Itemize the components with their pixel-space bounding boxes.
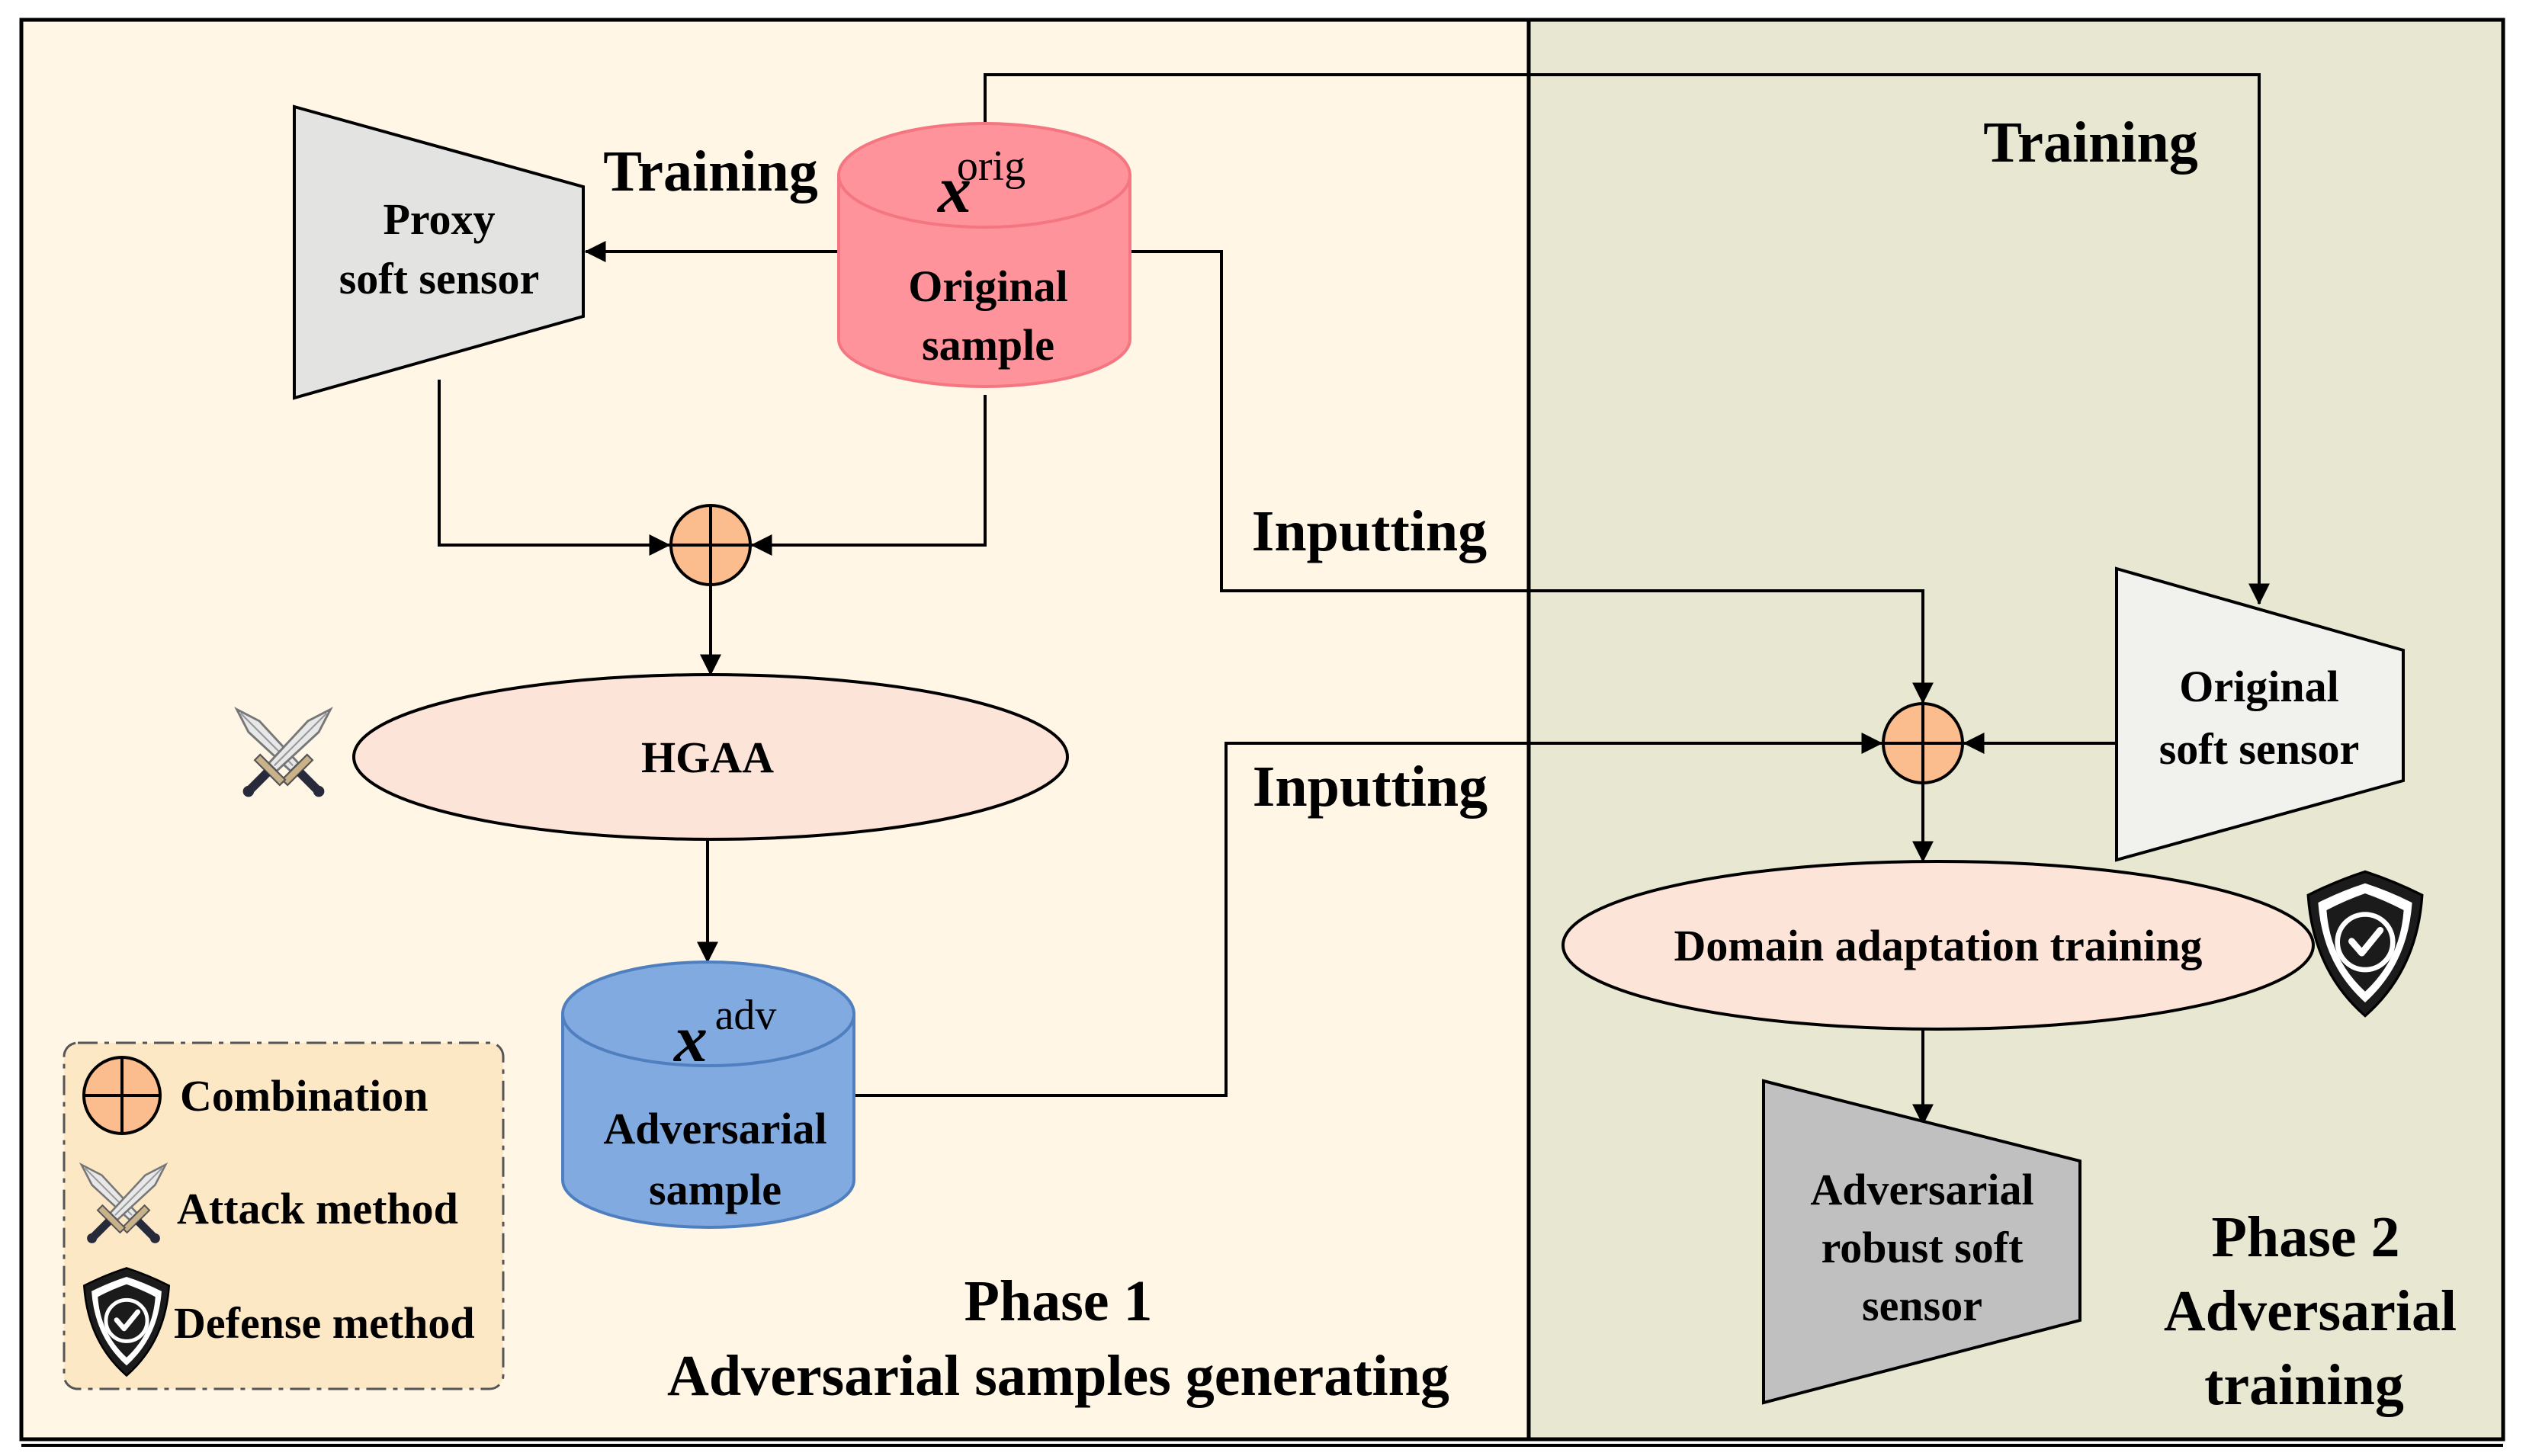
- combination-node-2: [1882, 702, 1964, 784]
- hgaa-label: HGAA: [641, 733, 774, 782]
- outer-border: [19, 18, 2505, 1442]
- edge-orig-to-original-sensor: [984, 73, 2270, 605]
- shield-check-icon: [82, 1267, 171, 1377]
- phase1-title-line2: Adversarial samples generating: [667, 1344, 1449, 1408]
- legend-item-combination: Combination: [82, 1056, 428, 1135]
- original-sample-cylinder: x orig Original sample: [837, 122, 1131, 388]
- original-sample-superscript: orig: [957, 143, 1025, 190]
- edge-orig-to-combo1: [750, 395, 987, 556]
- legend-item-attack: Attack method: [79, 1162, 458, 1243]
- adversarial-sample-line1: Adversarial: [603, 1104, 826, 1153]
- adversarial-robust-soft-sensor: Adversarial robust soft sensor: [1762, 1079, 2081, 1405]
- edge-label-training-left: Training: [603, 140, 818, 204]
- robust-sensor-line1: Adversarial: [1810, 1165, 2033, 1214]
- edge-orig-to-combo2: [1130, 250, 1934, 704]
- legend-item-defense: Defense method: [82, 1267, 475, 1377]
- robust-sensor-line3: sensor: [1862, 1281, 1982, 1330]
- proxy-soft-sensor: Proxy soft sensor: [293, 104, 585, 400]
- connectors: [438, 73, 2270, 1126]
- original-sensor-line2: soft sensor: [2159, 724, 2360, 774]
- edge-label-training-right: Training: [1983, 111, 2198, 175]
- robust-sensor-line2: robust soft: [1821, 1223, 2024, 1272]
- adversarial-sample-symbol: x: [672, 1002, 708, 1076]
- combination-node-1: [669, 504, 752, 586]
- hgaa-node: HGAA: [352, 673, 1069, 841]
- original-sample-line1: Original: [908, 261, 1067, 311]
- phase2-title-line2: Adversarial: [2164, 1279, 2457, 1343]
- proxy-sensor-line1: Proxy: [383, 194, 495, 244]
- phase2-title-line3: training: [2204, 1353, 2404, 1417]
- edge-adv-to-combo2: [854, 733, 1883, 1097]
- circle-plus-icon: [82, 1056, 162, 1135]
- proxy-sensor-line2: soft sensor: [339, 254, 540, 303]
- edge-label-inputting-bottom: Inputting: [1253, 755, 1488, 819]
- legend-combination-label: Combination: [180, 1071, 428, 1121]
- original-sample-symbol: x: [936, 153, 971, 227]
- shield-check-icon: [2306, 870, 2424, 1018]
- original-sensor-line1: Original: [2179, 662, 2338, 711]
- legend: Combination Attack meth: [63, 1041, 505, 1390]
- phase2-title-line1: Phase 2: [2212, 1205, 2400, 1269]
- original-sample-line2: sample: [922, 320, 1054, 370]
- adversarial-sample-cylinder: x adv Adversarial sample: [561, 961, 855, 1229]
- phase1-title-line1: Phase 1: [965, 1269, 1153, 1333]
- legend-defense-label: Defense method: [174, 1298, 475, 1348]
- domain-adaptation-label: Domain adaptation training: [1674, 921, 2203, 970]
- edge-label-inputting-top: Inputting: [1252, 499, 1487, 563]
- adversarial-sample-line2: sample: [649, 1165, 782, 1214]
- crossed-swords-icon: [79, 1162, 169, 1243]
- original-soft-sensor: Original soft sensor: [2115, 566, 2405, 862]
- adversarial-sample-superscript: adv: [715, 992, 777, 1039]
- legend-attack-label: Attack method: [177, 1184, 458, 1233]
- crossed-swords-icon: [234, 707, 333, 797]
- edge-proxy-to-combo1: [438, 380, 671, 556]
- domain-adaptation-node: Domain adaptation training: [1561, 860, 2315, 1031]
